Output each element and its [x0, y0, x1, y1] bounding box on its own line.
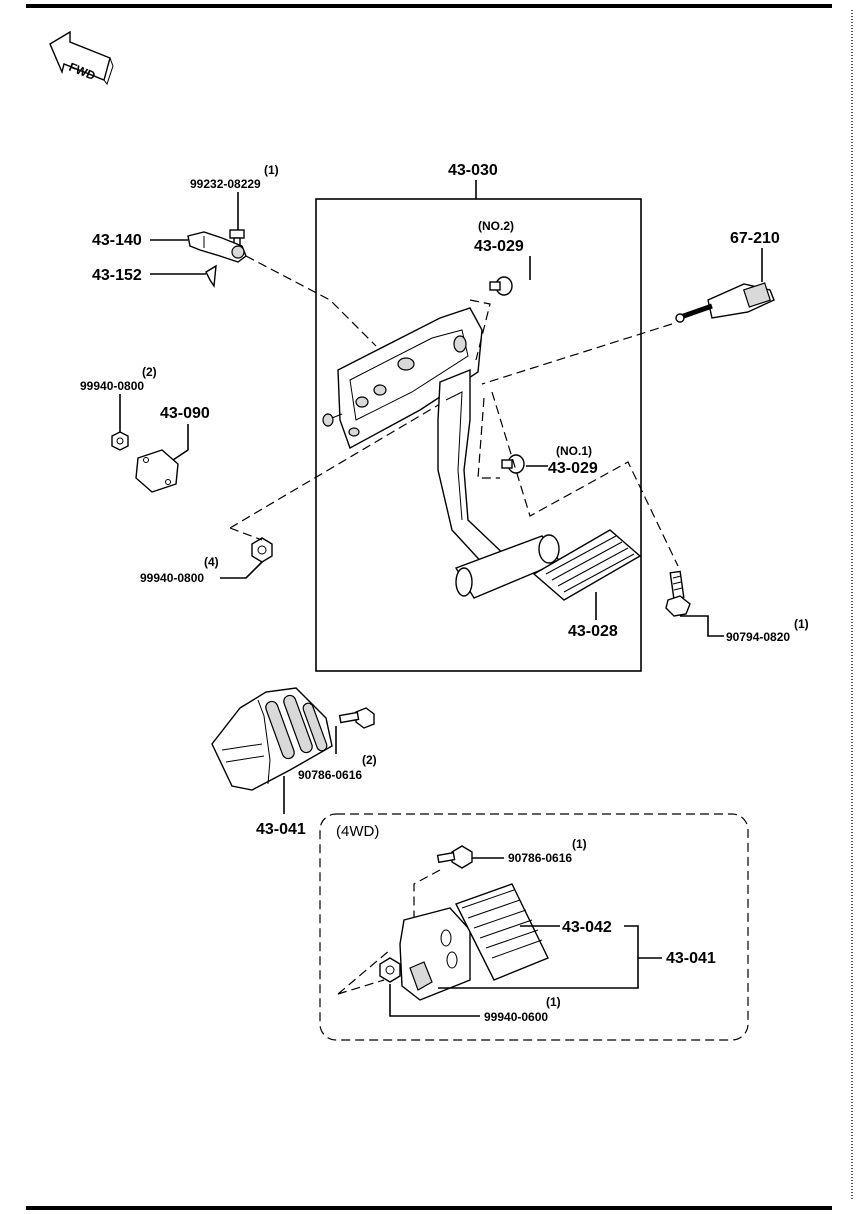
qty-90794: (1)	[794, 617, 809, 631]
leader-switch	[481, 323, 673, 385]
label-43-030: 43-030	[448, 162, 498, 179]
label-90786-0616: 90786-0616	[298, 768, 362, 782]
label-90794-0820: 90794-0820	[726, 630, 790, 644]
label-43-042: 43-042	[562, 919, 612, 936]
clip-43-152-icon	[205, 264, 217, 289]
bushing-no1-icon	[501, 454, 525, 474]
label-67-210: 67-210	[730, 230, 780, 247]
label-43-152: 43-152	[92, 267, 142, 284]
nut-99940-0600-icon	[379, 957, 401, 983]
label-43-029-no2: 43-029	[474, 238, 524, 255]
nut-99940-bottom-icon	[251, 537, 273, 563]
label-4wd: (4WD)	[336, 823, 379, 840]
label-99940-0800-bottom: 99940-0800	[140, 571, 204, 585]
bracket-4wd-icon	[399, 907, 471, 1001]
label-43-140: 43-140	[92, 232, 142, 249]
assembly-43-030-box	[315, 198, 642, 672]
bolt-90786-4wd-icon	[436, 845, 473, 869]
bolt-90786-icon	[338, 707, 375, 729]
bushing-no2-icon	[489, 276, 513, 296]
qty-99940-0600: (1)	[546, 995, 561, 1009]
label-43-041-4wd: 43-041	[666, 950, 716, 967]
label-no1: (NO.1)	[556, 444, 592, 458]
stoplight-switch-67-210-icon	[675, 282, 775, 323]
stopper-43-140-icon	[187, 231, 247, 263]
pedal-pad-roller-icon	[454, 534, 562, 599]
plate-43-090-icon	[135, 449, 179, 493]
label-43-041: 43-041	[256, 821, 306, 838]
leader-90794	[491, 391, 679, 567]
leader-stopper	[245, 255, 377, 347]
pedal-bracket-icon	[322, 307, 483, 450]
label-no2: (NO.2)	[478, 219, 514, 233]
label-43-029-no1: 43-029	[548, 460, 598, 477]
variant-4wd-box	[319, 813, 749, 1041]
bolt-90794-icon	[665, 570, 691, 617]
label-99940-0600: 99940-0600	[484, 1010, 548, 1024]
leader-nut-bottom	[229, 403, 441, 529]
qty-99940-top: (2)	[142, 365, 157, 379]
pedal-arm-icon	[437, 368, 511, 582]
plate-43-042-icon	[455, 883, 549, 981]
label-43-090: 43-090	[160, 405, 210, 422]
pedal-pad-43-028-icon	[532, 529, 642, 601]
label-99940-0800-top: 99940-0800	[80, 379, 144, 393]
label-43-028: 43-028	[568, 623, 618, 640]
label-99232-08229: 99232-08229	[190, 177, 261, 191]
pedal-cover-43-041-icon	[211, 687, 333, 791]
qty-90786-4wd: (1)	[572, 837, 587, 851]
label-90786-0616-4wd: 90786-0616	[508, 851, 572, 865]
qty-99232: (1)	[264, 163, 279, 177]
qty-90786: (2)	[362, 753, 377, 767]
nut-99940-top-icon	[111, 431, 129, 451]
fwd-arrow-icon: FWD	[49, 30, 114, 86]
qty-99940-bottom: (4)	[204, 555, 219, 569]
